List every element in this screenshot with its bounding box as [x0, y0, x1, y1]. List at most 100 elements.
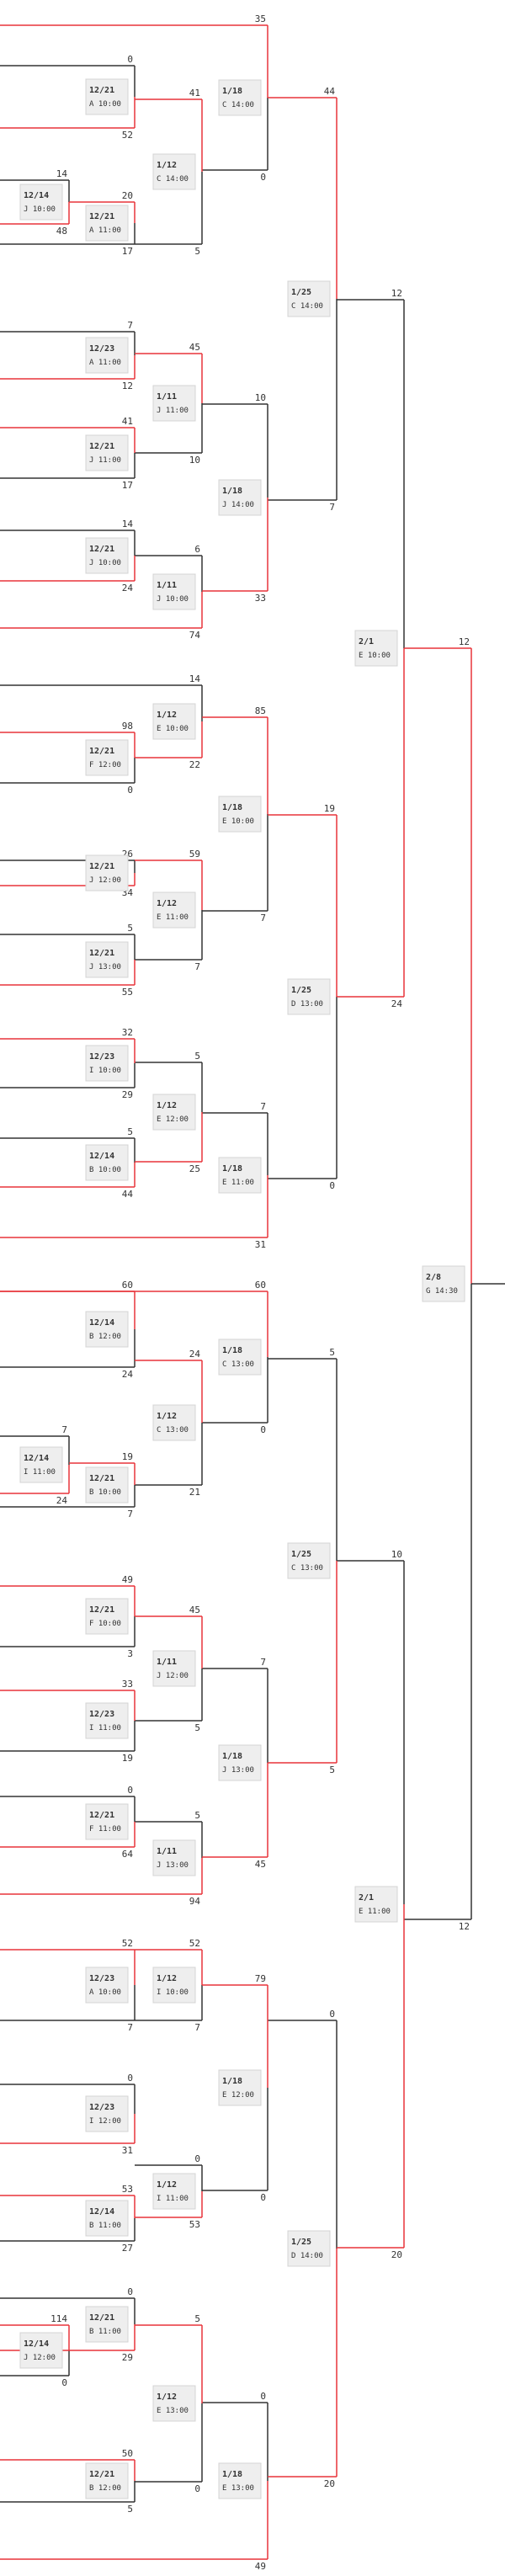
score-top: 5: [194, 1051, 200, 1062]
score-top: 60: [255, 1280, 266, 1291]
match-date: 1/12: [157, 2392, 177, 2402]
match-box: [218, 796, 262, 833]
match-date: 1/18: [222, 87, 242, 96]
match-venue-time: G 14:30: [426, 1287, 458, 1296]
score-top: 59: [189, 849, 200, 860]
score-top: 33: [122, 1679, 133, 1690]
score-top: 10: [391, 1549, 402, 1560]
match-venue-time: J 11:00: [89, 456, 121, 465]
match-venue-time: C 14:00: [157, 175, 189, 184]
match-date: 1/12: [157, 1974, 177, 1983]
match-box: [85, 1967, 129, 2004]
score-bottom: 22: [189, 759, 200, 770]
score-bottom: 0: [127, 785, 133, 796]
match-box: [152, 1404, 196, 1441]
match-date: 1/18: [222, 1752, 242, 1761]
match-venue-time: A 11:00: [89, 359, 121, 367]
score-top: 52: [189, 1938, 200, 1949]
score-bottom: 5: [194, 246, 200, 257]
match-date: 1/12: [157, 1412, 177, 1421]
match-venue-time: E 10:00: [222, 817, 254, 826]
score-top: 49: [122, 1574, 133, 1585]
match-venue-time: B 12:00: [89, 1333, 121, 1341]
score-bottom: 7: [127, 1509, 133, 1520]
score-bottom: 0: [260, 1424, 266, 1435]
score-bottom: 24: [122, 1369, 134, 1380]
match-date: 1/25: [291, 1550, 311, 1559]
match-venue-time: A 10:00: [89, 100, 121, 109]
match-box: [85, 2306, 129, 2343]
match-date: 1/18: [222, 2470, 242, 2479]
score-bottom: 55: [122, 987, 133, 998]
match-date: 12/21: [89, 747, 114, 756]
match-date: 1/18: [222, 1164, 242, 1174]
score-bottom: 7: [329, 502, 335, 513]
match-box: [85, 854, 129, 891]
match-box: [152, 385, 196, 422]
score-bottom: 7: [127, 2022, 133, 2033]
match-venue-time: E 13:00: [157, 2407, 189, 2415]
match-venue-time: J 10:00: [89, 559, 121, 567]
score-top: 35: [255, 13, 266, 24]
score-bottom: 17: [122, 480, 133, 491]
score-bottom: 5: [329, 1764, 335, 1775]
score-bottom: 29: [122, 1089, 133, 1100]
match-box: [85, 537, 129, 574]
score-top: 53: [122, 2184, 133, 2195]
match-box: [85, 739, 129, 776]
match-box: [85, 2462, 129, 2499]
match-date: 12/23: [89, 1052, 114, 1062]
match-box: [218, 1339, 262, 1376]
match-venue-time: E 11:00: [222, 1179, 254, 1187]
match-box: [19, 2332, 63, 2369]
match-date: 1/12: [157, 711, 177, 720]
match-box: [152, 1967, 196, 2004]
score-bottom: 10: [189, 455, 200, 466]
match-date: 12/23: [89, 2103, 114, 2112]
match-box: [152, 703, 196, 740]
score-bottom: 25: [189, 1163, 200, 1174]
score-top: 0: [260, 2391, 266, 2402]
match-date: 2/8: [426, 1273, 441, 1282]
match-date: 12/21: [89, 442, 114, 451]
score-bottom: 49: [255, 2561, 266, 2572]
score-top: 32: [122, 1027, 133, 1038]
match-date: 12/21: [89, 862, 114, 871]
match-box: [85, 337, 129, 374]
match-venue-time: I 11:00: [89, 1724, 121, 1732]
match-box: [19, 184, 63, 221]
score-top: 14: [56, 168, 68, 179]
match-date: 1/12: [157, 161, 177, 170]
match-box: [85, 1702, 129, 1739]
match-box: [152, 2385, 196, 2422]
match-date: 12/21: [89, 949, 114, 958]
score-bottom: 94: [189, 1896, 201, 1907]
match-date: 12/21: [89, 1811, 114, 1820]
match-box: [152, 573, 196, 610]
match-venue-time: E 10:00: [157, 725, 189, 733]
match-box: [85, 1311, 129, 1348]
score-bottom: 74: [189, 630, 201, 641]
match-date: 12/14: [89, 1318, 114, 1328]
score-top: 79: [255, 1973, 266, 1984]
match-date: 1/12: [157, 899, 177, 908]
match-date: 1/25: [291, 986, 311, 995]
score-bottom: 20: [391, 2249, 402, 2260]
match-venue-time: F 12:00: [89, 761, 121, 769]
score-top: 12: [459, 636, 470, 647]
score-top: 19: [324, 803, 335, 814]
match-box: [287, 2230, 331, 2267]
match-date: 1/11: [157, 1658, 177, 1667]
match-date: 1/18: [222, 2077, 242, 2086]
match-date: 12/21: [89, 2313, 114, 2323]
match-venue-time: J 10:00: [24, 205, 56, 214]
score-top: 14: [189, 673, 201, 684]
match-date: 1/12: [157, 1101, 177, 1110]
match-date: 12/21: [89, 1474, 114, 1483]
score-bottom: 20: [324, 2478, 335, 2489]
match-box: [287, 1542, 331, 1579]
match-box: [85, 434, 129, 471]
score-top: 0: [194, 2153, 200, 2164]
score-top: 85: [255, 705, 266, 716]
match-venue-time: A 10:00: [89, 1988, 121, 1997]
